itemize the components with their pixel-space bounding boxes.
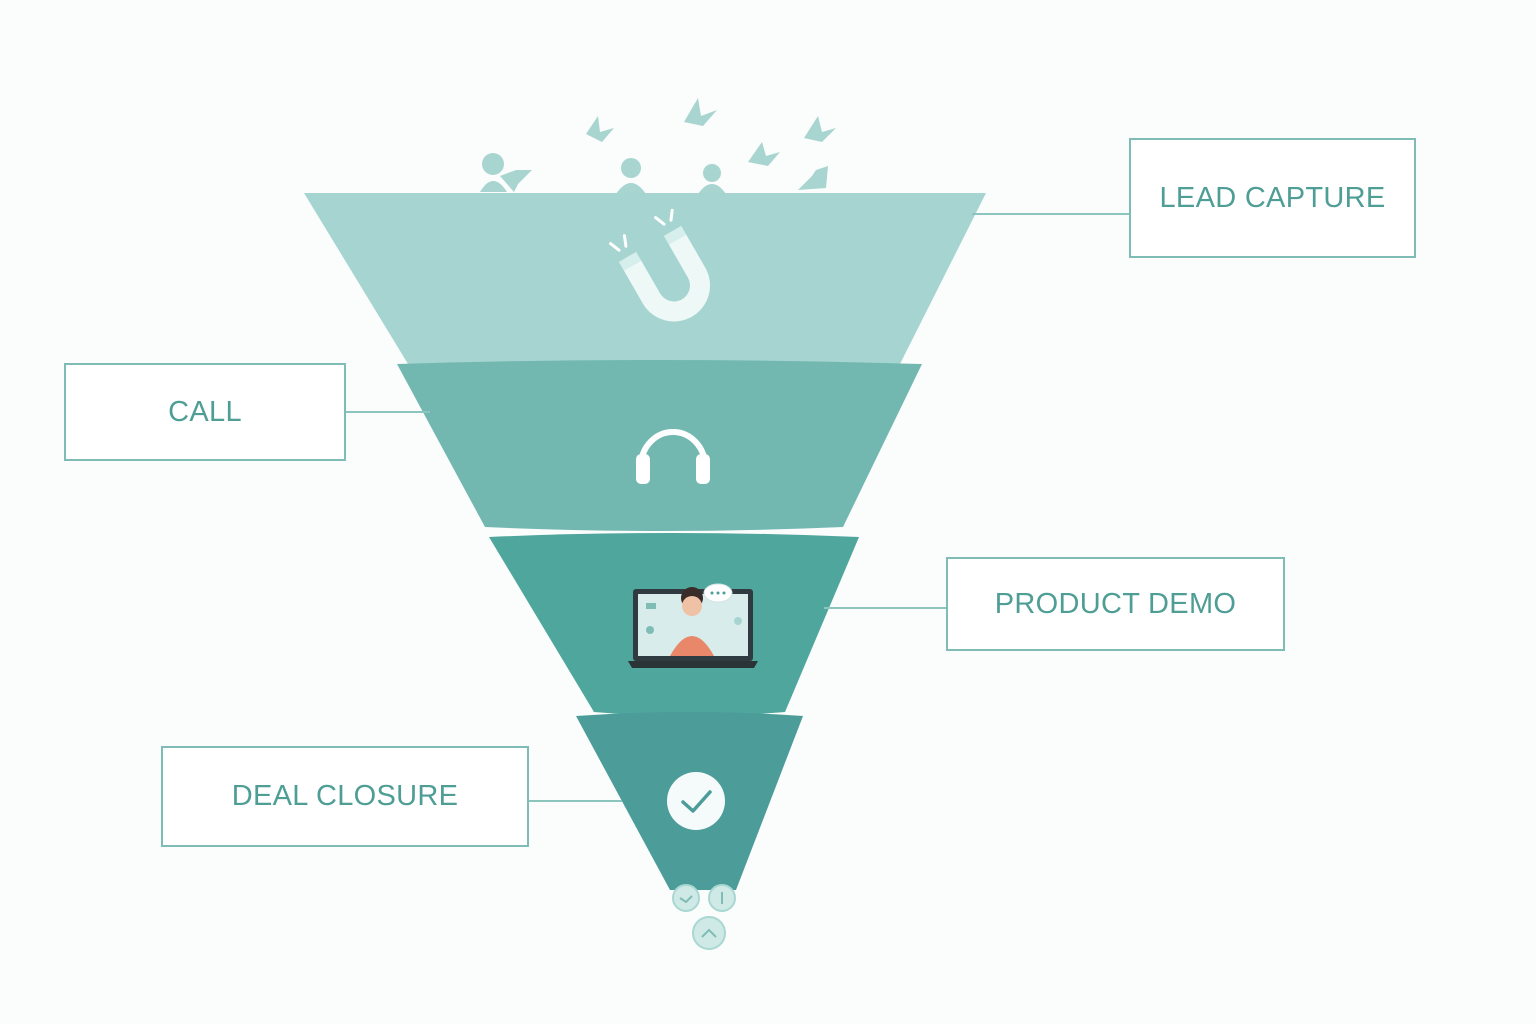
stage-label-text: LEAD CAPTURE xyxy=(1159,181,1386,214)
coin-icon xyxy=(692,916,726,950)
bird-icon xyxy=(748,142,780,166)
stage-label-product-demo: PRODUCT DEMO xyxy=(946,557,1285,651)
stage-label-call: CALL xyxy=(64,363,346,461)
stage-label-text: CALL xyxy=(168,395,242,428)
headphones-icon xyxy=(636,429,710,484)
funnel-stage-call xyxy=(397,360,922,531)
bird-icon xyxy=(586,116,614,142)
stage-label-text: PRODUCT DEMO xyxy=(994,587,1237,620)
person-icon xyxy=(698,164,726,194)
bird-icon xyxy=(804,116,836,142)
stage-label-text: DEAL CLOSURE xyxy=(231,780,459,812)
coin-icon xyxy=(708,884,736,912)
bird-icon xyxy=(684,98,717,126)
incoming-leads xyxy=(480,98,836,194)
bird-icon xyxy=(500,170,532,192)
checkmark-circle-icon xyxy=(667,772,725,830)
outgoing-coins xyxy=(672,884,736,950)
coin-icon xyxy=(672,884,700,912)
stage-label-lead-capture: LEAD CAPTURE xyxy=(1129,138,1416,258)
stage-label-deal-closure: DEAL CLOSURE xyxy=(161,746,529,847)
laptop-presenter-icon xyxy=(628,583,758,668)
magnet-icon xyxy=(609,208,710,322)
bird-icon xyxy=(798,166,828,190)
person-icon xyxy=(616,158,646,194)
person-icon xyxy=(480,153,507,192)
